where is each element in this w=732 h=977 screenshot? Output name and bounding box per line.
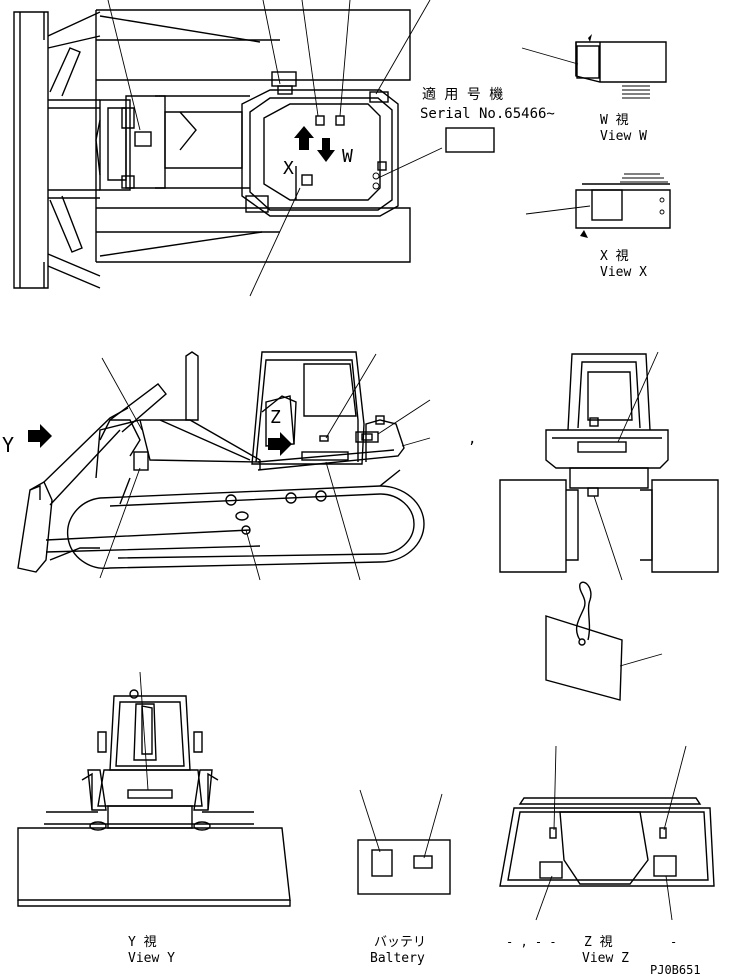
view-z-dots: - , - - — [506, 935, 557, 949]
top-view-machine: X W — [13, 0, 443, 297]
view-letter-y: Y — [2, 433, 14, 457]
view-y-en: View Y — [128, 951, 175, 966]
view-letter-x: X — [283, 158, 294, 179]
view-x-detail: X 視 View X — [525, 173, 671, 280]
view-z-en: View Z — [582, 951, 629, 966]
view-letter-w: W — [342, 146, 353, 167]
serial-number-text: Serial No.65466~ — [420, 106, 555, 122]
battery-detail: バッテリ Baltery — [357, 789, 451, 966]
view-y-jp: Y 視 — [128, 935, 157, 950]
serial-label-box — [445, 127, 495, 153]
rear-view-machine — [499, 351, 719, 581]
battery-en: Baltery — [370, 951, 425, 966]
view-y-front: Y 視 View Y — [17, 671, 291, 966]
applicable-models-note: 適 用 号 機 Serial No.65466~ — [420, 86, 555, 153]
applicable-models-heading: 適 用 号 機 — [422, 86, 503, 103]
view-w-en: View W — [600, 129, 647, 144]
battery-jp: バッテリ — [374, 935, 426, 950]
view-w-detail: W 視 View W — [521, 34, 667, 144]
view-letter-z: Z — [270, 407, 281, 428]
view-z-jp: Z 視 — [584, 935, 613, 950]
view-w-jp: W 視 — [600, 113, 629, 128]
side-view-machine: Y Z , — [2, 351, 476, 581]
side-view-comma: , — [468, 431, 476, 447]
view-z-detail: - , - - Z 視 - View Z — [499, 745, 715, 966]
drawing-number: PJ0B651 — [650, 963, 701, 977]
view-x-jp: X 視 — [600, 249, 629, 264]
view-z-dash: - — [670, 935, 677, 949]
tag-detail — [545, 581, 663, 701]
view-x-en: View X — [600, 265, 647, 280]
